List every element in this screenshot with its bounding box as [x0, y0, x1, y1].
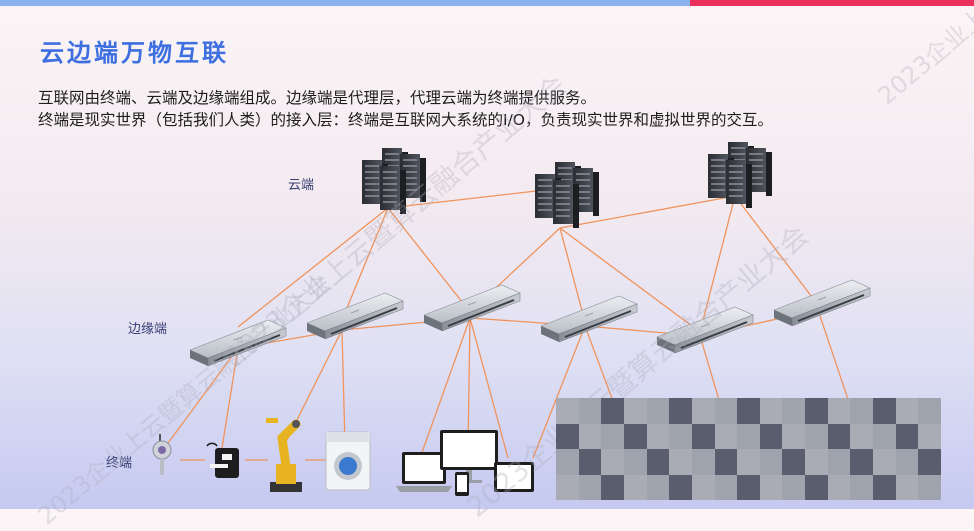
sensor-icon: [152, 434, 172, 475]
mosaic-cell: [556, 449, 579, 475]
mosaic-cell: [918, 474, 941, 500]
mosaic-cell: [827, 423, 851, 449]
mosaic-cell: [578, 449, 602, 475]
edge-server-6: [773, 279, 871, 327]
blurred-region: [556, 398, 941, 500]
mosaic-cell: [759, 449, 783, 475]
mosaic-cell: [669, 398, 692, 424]
mosaic-cell: [646, 449, 670, 475]
mosaic-cell: [646, 398, 670, 424]
mosaic-cell: [805, 423, 828, 449]
mosaic-cell: [669, 423, 692, 449]
mosaic-cell: [873, 398, 896, 424]
mosaic-cell: [827, 474, 851, 500]
mosaic-cell: [601, 474, 624, 500]
tier-label-terminal: 终端: [106, 456, 133, 471]
mosaic-cell: [737, 474, 760, 500]
mosaic-cell: [850, 398, 874, 424]
mosaic-cell: [782, 474, 806, 500]
laptop-icon: [396, 452, 452, 492]
mosaic-cell: [895, 423, 919, 449]
mosaic-cell: [805, 449, 828, 475]
accent-bar-blue: [0, 0, 690, 6]
accent-bar-red: [690, 0, 974, 6]
mosaic-cell: [759, 474, 783, 500]
mosaic-cell: [714, 474, 738, 500]
mosaic-cell: [759, 423, 783, 449]
mosaic-cell: [646, 474, 670, 500]
mosaic-cell: [873, 423, 896, 449]
mosaic-cell: [623, 449, 647, 475]
mosaic-cell: [714, 398, 738, 424]
mosaic-cell: [805, 398, 828, 424]
tablet-icon: [494, 462, 534, 492]
mosaic-cell: [918, 398, 941, 424]
mosaic-cell: [850, 423, 874, 449]
network-diagram: [152, 141, 871, 496]
mosaic-cell: [827, 449, 851, 475]
mosaic-cell: [669, 474, 692, 500]
mosaic-cell: [782, 449, 806, 475]
mosaic-cell: [873, 449, 896, 475]
mosaic-cell: [918, 423, 941, 449]
mosaic-cell: [737, 398, 760, 424]
connection-lines: [162, 189, 856, 461]
page-title: 云边端万物互联: [40, 39, 229, 67]
tier-label-edge: 边缘端: [128, 322, 168, 337]
mosaic-cell: [691, 474, 715, 500]
mosaic-cell: [601, 398, 624, 424]
mosaic-cell: [873, 474, 896, 500]
mosaic-cell: [578, 423, 602, 449]
mosaic-cell: [646, 423, 670, 449]
tier-label-cloud: 云端: [288, 178, 315, 193]
mosaic-cell: [782, 423, 806, 449]
mosaic-cell: [827, 398, 851, 424]
mosaic-cell: [691, 449, 715, 475]
mosaic-cell: [782, 398, 806, 424]
mosaic-cell: [623, 474, 647, 500]
mosaic-cell: [895, 398, 919, 424]
mosaic-cell: [556, 398, 579, 424]
description-line-1: 互联网由终端、云端及边缘端组成。边缘端是代理层，代理云端为终端提供服务。: [38, 89, 597, 107]
edge-server-2: [306, 292, 404, 340]
mosaic-cell: [759, 398, 783, 424]
phone-icon: [455, 472, 469, 496]
mosaic-cell: [714, 423, 738, 449]
mosaic-cell: [601, 449, 624, 475]
mosaic-cell: [918, 449, 941, 475]
mosaic-cell: [737, 423, 760, 449]
washing-machine-icon: [325, 431, 371, 491]
mosaic-cell: [737, 449, 760, 475]
mosaic-cell: [850, 474, 874, 500]
mosaic-cell: [623, 423, 647, 449]
mosaic-cell: [556, 423, 579, 449]
mosaic-cell: [805, 474, 828, 500]
cloud-server-cluster-3: [707, 141, 773, 209]
description-line-2: 终端是现实世界（包括我们人类）的接入层：终端是互联网大系统的I/O，负责现实世界…: [38, 111, 773, 129]
top-accent-bar: [0, 0, 974, 6]
mosaic-cell: [714, 449, 738, 475]
mosaic-cell: [623, 398, 647, 424]
mosaic-cell: [601, 423, 624, 449]
mosaic-cell: [895, 449, 919, 475]
mosaic-cell: [669, 449, 692, 475]
mosaic-cell: [895, 474, 919, 500]
mosaic-cell: [691, 423, 715, 449]
mosaic-cell: [578, 474, 602, 500]
cloud-server-cluster-2: [534, 161, 600, 229]
mosaic-cell: [850, 449, 874, 475]
mosaic-cell: [578, 398, 602, 424]
mosaic-cell: [556, 474, 579, 500]
desktop-monitor-icon: [440, 430, 498, 483]
smart-lock-icon: [206, 442, 239, 478]
robot-arm-icon: [266, 418, 302, 492]
mosaic-cell: [691, 398, 715, 424]
